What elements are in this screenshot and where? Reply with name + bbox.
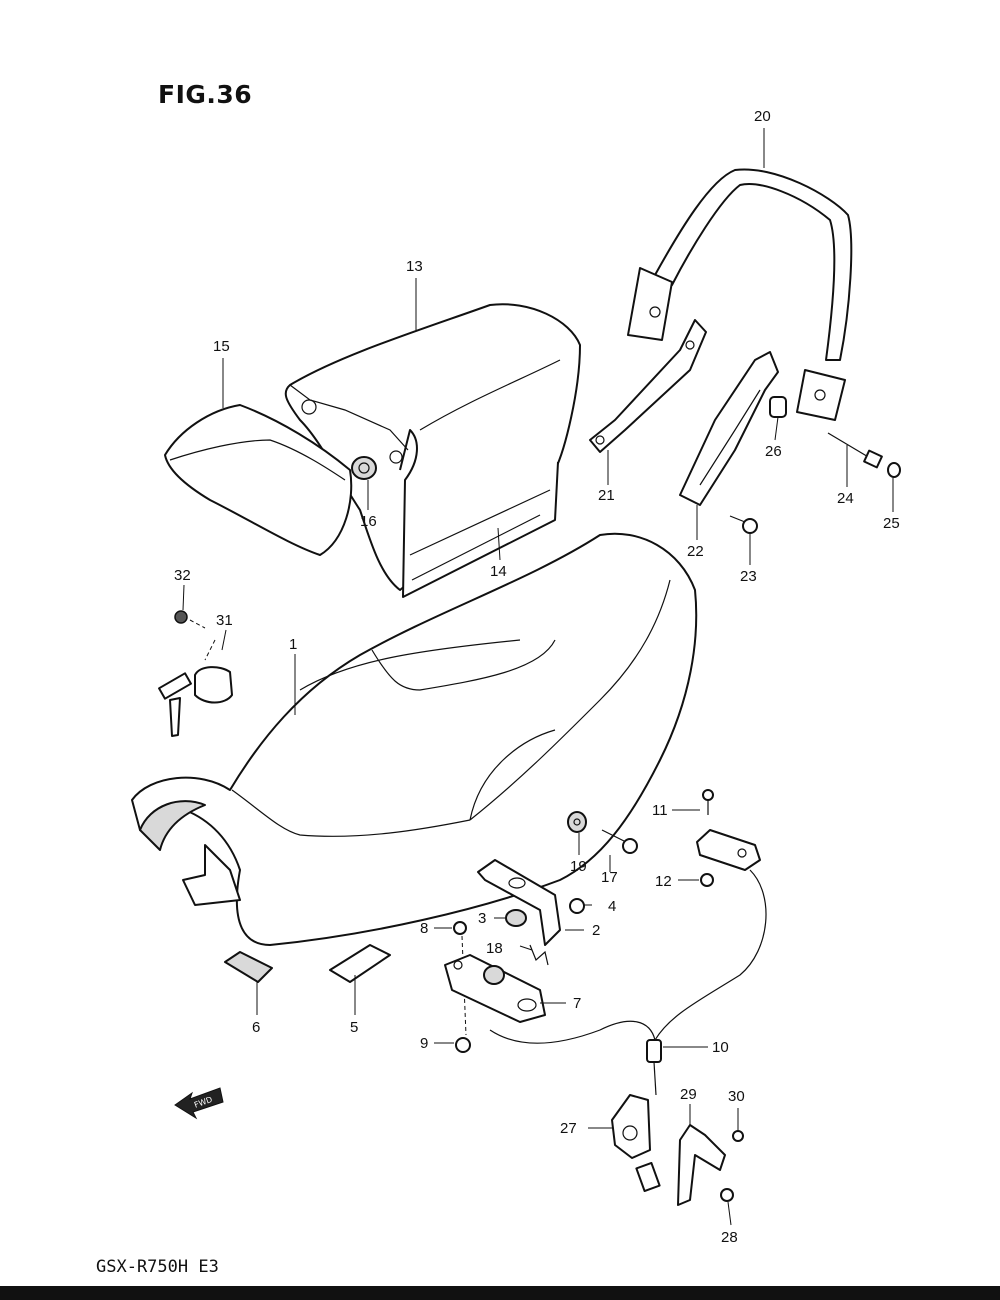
- seat-lock-key-set[interactable]: [158, 610, 233, 737]
- callout-10: 10: [712, 1039, 729, 1056]
- seat-cushion-rubber[interactable]: [505, 909, 527, 927]
- page-bottom-rule: [0, 1286, 1000, 1300]
- seat-tail-cowl[interactable]: [284, 303, 581, 598]
- callout-27: 27: [560, 1120, 577, 1137]
- seat-hook-bracket[interactable]: [477, 859, 561, 946]
- callout-25: 25: [883, 515, 900, 532]
- callout-32: 32: [174, 567, 191, 584]
- callout-12: 12: [655, 873, 672, 890]
- part-callouts: 1 2 3 4 5 6 7 8 9 10 11 12 13 14 15 16 1…: [174, 108, 900, 1246]
- callout-23: 23: [740, 568, 757, 585]
- callout-2: 2: [592, 922, 600, 939]
- callout-17: 17: [601, 869, 618, 886]
- bracket-spacer[interactable]: [769, 396, 787, 418]
- grab-rail[interactable]: [627, 168, 853, 421]
- callout-13: 13: [406, 258, 423, 275]
- callout-19: 19: [570, 858, 587, 875]
- callout-6: 6: [252, 1019, 260, 1036]
- lock-screw-bottom[interactable]: [455, 1037, 471, 1053]
- cowl-grommet[interactable]: [351, 456, 377, 480]
- seat-cowl-pad[interactable]: [164, 404, 353, 556]
- callout-16: 16: [360, 513, 377, 530]
- callout-15: 15: [213, 338, 230, 355]
- seat-main[interactable]: [131, 532, 698, 946]
- bolt-cap[interactable]: [887, 462, 901, 478]
- model-code: GSX-R750H E3: [96, 1257, 219, 1277]
- hinge-bolt[interactable]: [601, 829, 638, 854]
- retaining-clip[interactable]: [529, 944, 549, 966]
- callout-11: 11: [652, 802, 668, 819]
- callout-18: 18: [486, 940, 503, 957]
- grab-rail-bolt[interactable]: [827, 432, 883, 469]
- callout-21: 21: [598, 487, 615, 504]
- callout-14: 14: [490, 563, 507, 580]
- callout-5: 5: [350, 1019, 358, 1036]
- cable-holder[interactable]: [696, 829, 761, 871]
- callout-9: 9: [420, 1035, 428, 1052]
- seat-cushion-block[interactable]: [224, 951, 273, 983]
- forward-direction-arrow: FWD: [174, 1087, 224, 1120]
- callout-24: 24: [837, 490, 854, 507]
- callout-28: 28: [721, 1229, 738, 1246]
- callout-4: 4: [608, 898, 616, 915]
- cable-holder-nut[interactable]: [700, 873, 714, 887]
- helmet-lock-assembly[interactable]: [611, 1094, 661, 1193]
- washer[interactable]: [567, 811, 587, 833]
- cable-holder-screw[interactable]: [702, 789, 714, 815]
- seat-stopper[interactable]: [329, 944, 391, 983]
- helmet-lock-bracket[interactable]: [677, 1124, 726, 1206]
- bracket-bolt-28[interactable]: [720, 1188, 734, 1202]
- callout-8: 8: [420, 920, 428, 937]
- bracket-nut[interactable]: [569, 898, 585, 914]
- leader-lines: [182, 128, 894, 1226]
- grab-rail-bracket-right[interactable]: [679, 351, 779, 506]
- callout-3: 3: [478, 910, 486, 927]
- callout-29: 29: [680, 1086, 697, 1103]
- bracket-screw-30[interactable]: [732, 1130, 744, 1142]
- callout-1: 1: [289, 636, 297, 653]
- callout-31: 31: [216, 612, 233, 629]
- callout-26: 26: [765, 443, 782, 460]
- callout-22: 22: [687, 543, 704, 560]
- seat-lock-cable[interactable]: [489, 869, 767, 1096]
- bracket-bolt[interactable]: [729, 515, 758, 534]
- figure-title: FIG.36: [158, 80, 253, 109]
- cowl-side-decal: [409, 489, 551, 581]
- grab-rail-bracket-left[interactable]: [589, 319, 707, 453]
- seat-lock-assembly[interactable]: [444, 954, 546, 1023]
- callout-30: 30: [728, 1088, 745, 1105]
- callout-7: 7: [573, 995, 581, 1012]
- callout-20: 20: [754, 108, 771, 125]
